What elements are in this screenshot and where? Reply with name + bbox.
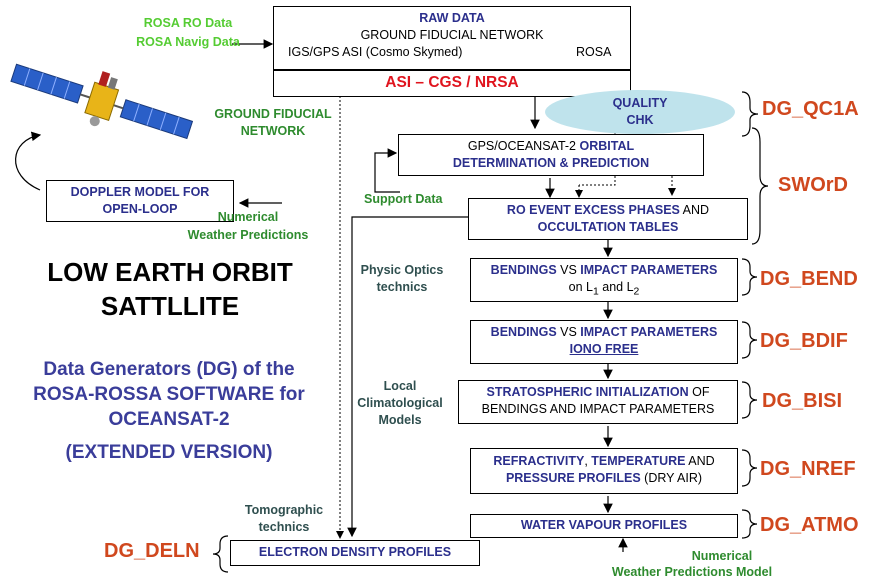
ground-fiducial-line2: NETWORK — [240, 124, 306, 138]
ground-fiducial-line1: GROUND FIDUCIAL — [214, 107, 332, 121]
leo-line1: LOW EARTH ORBIT — [47, 257, 293, 287]
physic-l2: technics — [376, 280, 428, 294]
ro-event-box: RO EVENT EXCESS PHASES AND OCCULTATION T… — [468, 198, 748, 240]
leo-line2: SATTLLITE — [100, 291, 240, 321]
doppler-line1: DOPPLER MODEL FOR — [70, 185, 210, 199]
nref-l1c: TEMPERATURE — [591, 454, 686, 468]
orbit-line2: DETERMINATION & PREDICTION — [452, 156, 650, 170]
local-l1: Local — [383, 379, 417, 393]
climatological-label: Local Climatological Models — [348, 378, 452, 429]
bend-l1b: VS — [556, 263, 581, 277]
bisi-l2: BENDINGS AND IMPACT PARAMETERS — [481, 402, 715, 416]
nref-l2a: PRESSURE PROFILES — [505, 471, 641, 485]
nref-l2b: (DRY AIR) — [640, 471, 703, 485]
tag-bend: DG_BEND — [760, 268, 858, 290]
bdif-l1c: IMPACT PARAMETERS — [580, 325, 718, 339]
nref-l1b: , — [584, 454, 592, 468]
orbit-line1b: ORBITAL — [579, 139, 635, 153]
physic-l1: Physic Optics — [360, 263, 444, 277]
nwp-model-label: Numerical Weather Predictions Model — [592, 548, 792, 580]
bisi-l1b: OF — [688, 385, 710, 399]
bdif-l1a: BENDINGS — [490, 325, 557, 339]
ro-event-line1a: RO EVENT EXCESS PHASES — [506, 203, 680, 217]
tag-atmo: DG_ATMO — [760, 514, 859, 536]
nwp-line2: Weather Predictions — [187, 228, 309, 242]
dg-title-l1: Data Generators (DG) of the — [43, 359, 295, 380]
ground-fiducial-label: GROUND FIDUCIAL NETWORK — [198, 106, 348, 140]
check-label: CHK — [626, 113, 654, 127]
tag-nref: DG_NREF — [760, 458, 856, 480]
asi-cgs-box: ASI – CGS / NRSA — [273, 70, 631, 97]
bend-sub1: 1 — [592, 286, 599, 298]
physic-optics-label: Physic Optics technics — [352, 262, 452, 296]
deln-box: ELECTRON DENSITY PROFILES — [230, 540, 480, 566]
dg-description: Data Generators (DG) of the ROSA-ROSSA S… — [10, 357, 328, 465]
doppler-model-box: DOPPLER MODEL FOR OPEN-LOOP — [46, 180, 234, 222]
nwp-label: Numerical Weather Predictions — [184, 208, 312, 244]
bend-l1a: BENDINGS — [490, 263, 557, 277]
bend-sub2: 2 — [633, 286, 640, 298]
raw-data-sources: IGS/GPS ASI (Cosmo Skymed) ROSA — [274, 44, 630, 61]
orbit-determination-box: GPS/OCEANSAT-2 ORBITAL DETERMINATION & P… — [398, 134, 704, 176]
ro-event-line1b: AND — [679, 203, 710, 217]
local-l2: Climatological — [357, 396, 443, 410]
nwpm-line2: Weather Predictions Model — [611, 565, 773, 579]
bisi-l1a: STRATOSPHERIC INITIALIZATION — [486, 385, 689, 399]
rosa-navig-label: ROSA Navig Data — [136, 35, 240, 49]
bdif-iono-free: IONO FREE — [569, 342, 639, 356]
bend-l1c: IMPACT PARAMETERS — [580, 263, 718, 277]
tag-sword: SWOrD — [778, 174, 848, 196]
nwpm-line1: Numerical — [691, 549, 753, 563]
dg-title-l3: OCEANSAT-2 — [108, 409, 230, 430]
bisi-box: STRATOSPHERIC INITIALIZATION OF BENDINGS… — [458, 380, 738, 424]
atmo-box: WATER VAPOUR PROFILES — [470, 514, 738, 538]
rosa-ro-label: ROSA RO Data — [143, 16, 233, 30]
raw-data-left: IGS/GPS ASI (Cosmo Skymed) — [288, 45, 463, 59]
bdif-l1b: VS — [556, 325, 581, 339]
tomo-l1: Tomographic — [244, 503, 324, 517]
quality-label: QUALITY — [612, 96, 668, 110]
nwp-line1: Numerical — [217, 210, 279, 224]
tag-deln: DG_DELN — [104, 540, 200, 562]
ro-event-line2: OCCULTATION TABLES — [537, 220, 679, 234]
dg-title-l4: (EXTENDED VERSION) — [65, 442, 273, 463]
rosa-inputs: ROSA RO Data ROSA Navig Data — [127, 14, 249, 52]
nref-l1a: REFRACTIVITY — [493, 454, 585, 468]
raw-data-title: RAW DATA — [419, 11, 485, 25]
doppler-line2: OPEN-LOOP — [102, 202, 178, 216]
raw-data-box: RAW DATA GROUND FIDUCIAL NETWORK IGS/GPS… — [273, 6, 631, 70]
raw-data-network: GROUND FIDUCIAL NETWORK — [360, 28, 544, 42]
tag-qc1a: DG_QC1A — [762, 98, 859, 120]
nref-l1d: AND — [685, 454, 715, 468]
bend-l2b: and L — [598, 280, 634, 294]
local-l3: Models — [378, 413, 422, 427]
tag-bisi: DG_BISI — [762, 390, 843, 412]
bend-l2a: on L — [568, 280, 593, 294]
tag-bdif: DG_BDIF — [760, 330, 848, 352]
support-data-label: Support Data — [364, 192, 443, 206]
bend-box: BENDINGS VS IMPACT PARAMETERS on L1 and … — [470, 258, 738, 302]
bdif-box: BENDINGS VS IMPACT PARAMETERS IONO FREE — [470, 320, 738, 364]
quality-check-oval: QUALITY CHK — [545, 90, 735, 134]
dg-title-l2: ROSA-ROSSA SOFTWARE for — [33, 384, 305, 405]
tomo-l2: technics — [258, 520, 310, 534]
tomographic-label: Tomographic technics — [234, 502, 334, 536]
satellite-illustration — [10, 63, 193, 140]
leo-title: LOW EARTH ORBIT SATTLLITE — [20, 255, 320, 323]
nref-box: REFRACTIVITY, TEMPERATURE AND PRESSURE P… — [470, 448, 738, 494]
orbit-line1a: GPS/OCEANSAT-2 — [467, 139, 580, 153]
raw-data-right: ROSA — [576, 45, 612, 59]
